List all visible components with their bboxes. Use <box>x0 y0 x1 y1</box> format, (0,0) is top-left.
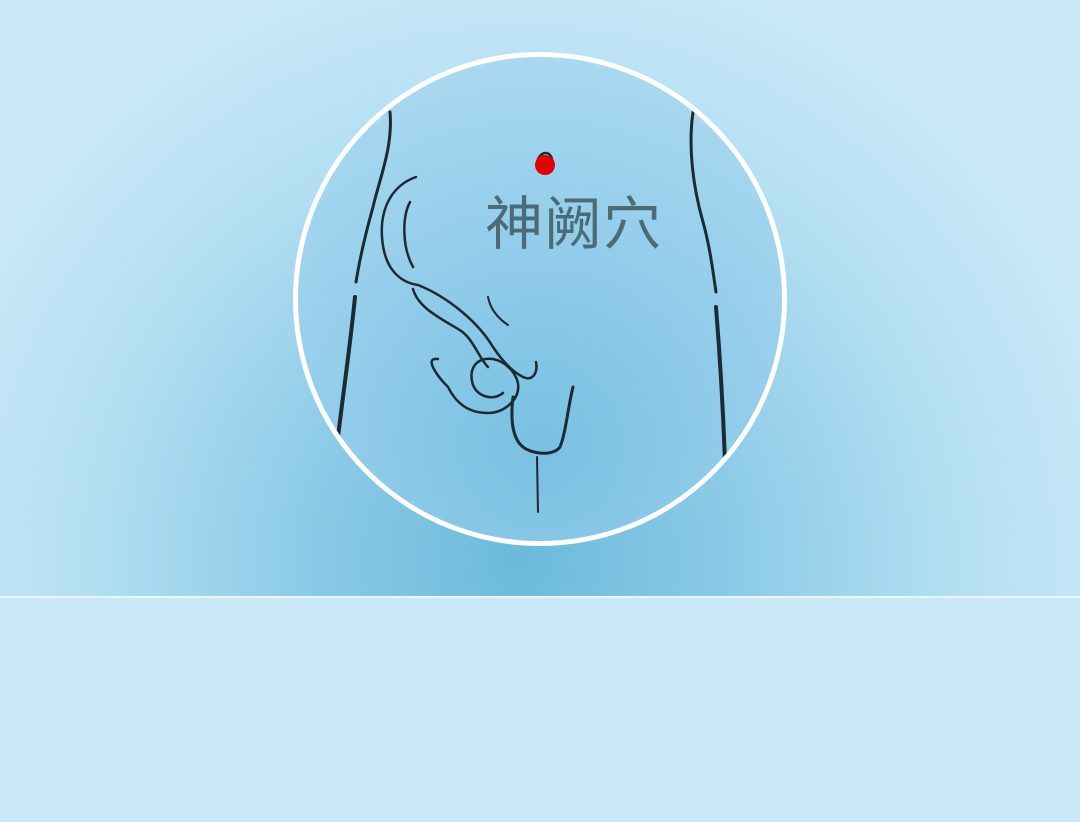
knuckle-line <box>487 296 509 326</box>
panel-divider <box>0 596 1080 598</box>
groin-outline <box>510 385 575 455</box>
left-hip-line <box>336 295 357 439</box>
wrist-line <box>411 287 490 369</box>
center-line <box>536 456 539 513</box>
acupoint-label: 神阙穴 <box>485 190 663 258</box>
acupoint-illustration-circle: 神阙穴 <box>293 52 787 546</box>
right-hip-line <box>714 305 727 464</box>
hand-outline <box>380 175 538 380</box>
bottom-background-panel <box>0 598 1080 822</box>
right-torso-line <box>689 110 718 294</box>
thumb-outline <box>430 357 520 415</box>
body-outline-drawing <box>336 110 727 513</box>
acupoint-marker <box>535 155 555 175</box>
left-torso-line <box>354 110 392 284</box>
finger-outline <box>403 200 415 269</box>
